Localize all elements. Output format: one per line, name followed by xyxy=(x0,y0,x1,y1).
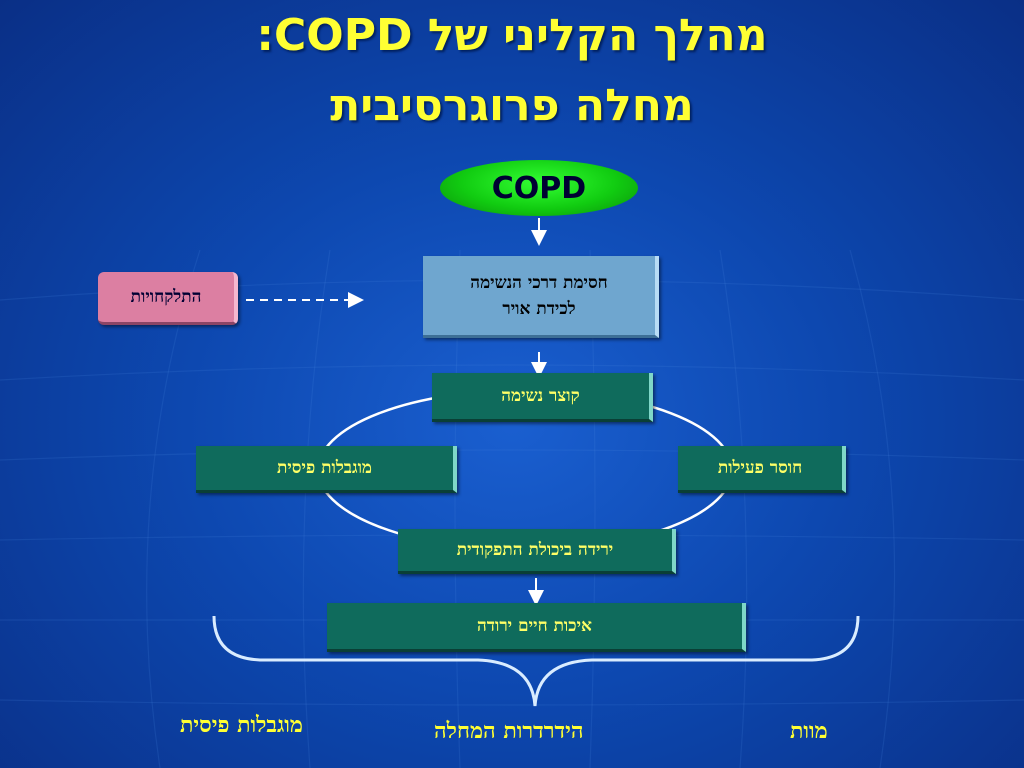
node-airway-obstruction: חסימת דרכי הנשימה לכידת אויר xyxy=(423,256,659,338)
outcome-death: מוות xyxy=(790,718,828,744)
node-flare-ups: התלקחויות xyxy=(98,272,238,325)
node-quality-of-life: איכות חיים ירודה xyxy=(327,603,746,652)
node-copd: COPD xyxy=(440,160,638,216)
page-subtitle: מחלה פרוגרסיבית xyxy=(330,80,694,131)
node-functional-decline: ירידה ביכולת התפקודית xyxy=(398,529,676,574)
outcome-disease-deterioration: הידרדרות המחלה xyxy=(434,718,584,744)
outcome-physical-limitation: מוגבלות פיסית xyxy=(180,712,303,738)
node-physical-limitation: מוגבלות פיסית xyxy=(196,446,457,493)
outcomes-brace xyxy=(212,615,860,707)
node-inactivity: חוסר פעילות xyxy=(678,446,846,493)
page-title: מהלך הקליני של COPD: xyxy=(256,10,768,61)
node-dyspnea: קוצר נשימה xyxy=(432,373,653,422)
obstruction-line1: חסימת דרכי הנשימה xyxy=(470,272,608,293)
obstruction-line2: לכידת אויר xyxy=(502,298,576,319)
